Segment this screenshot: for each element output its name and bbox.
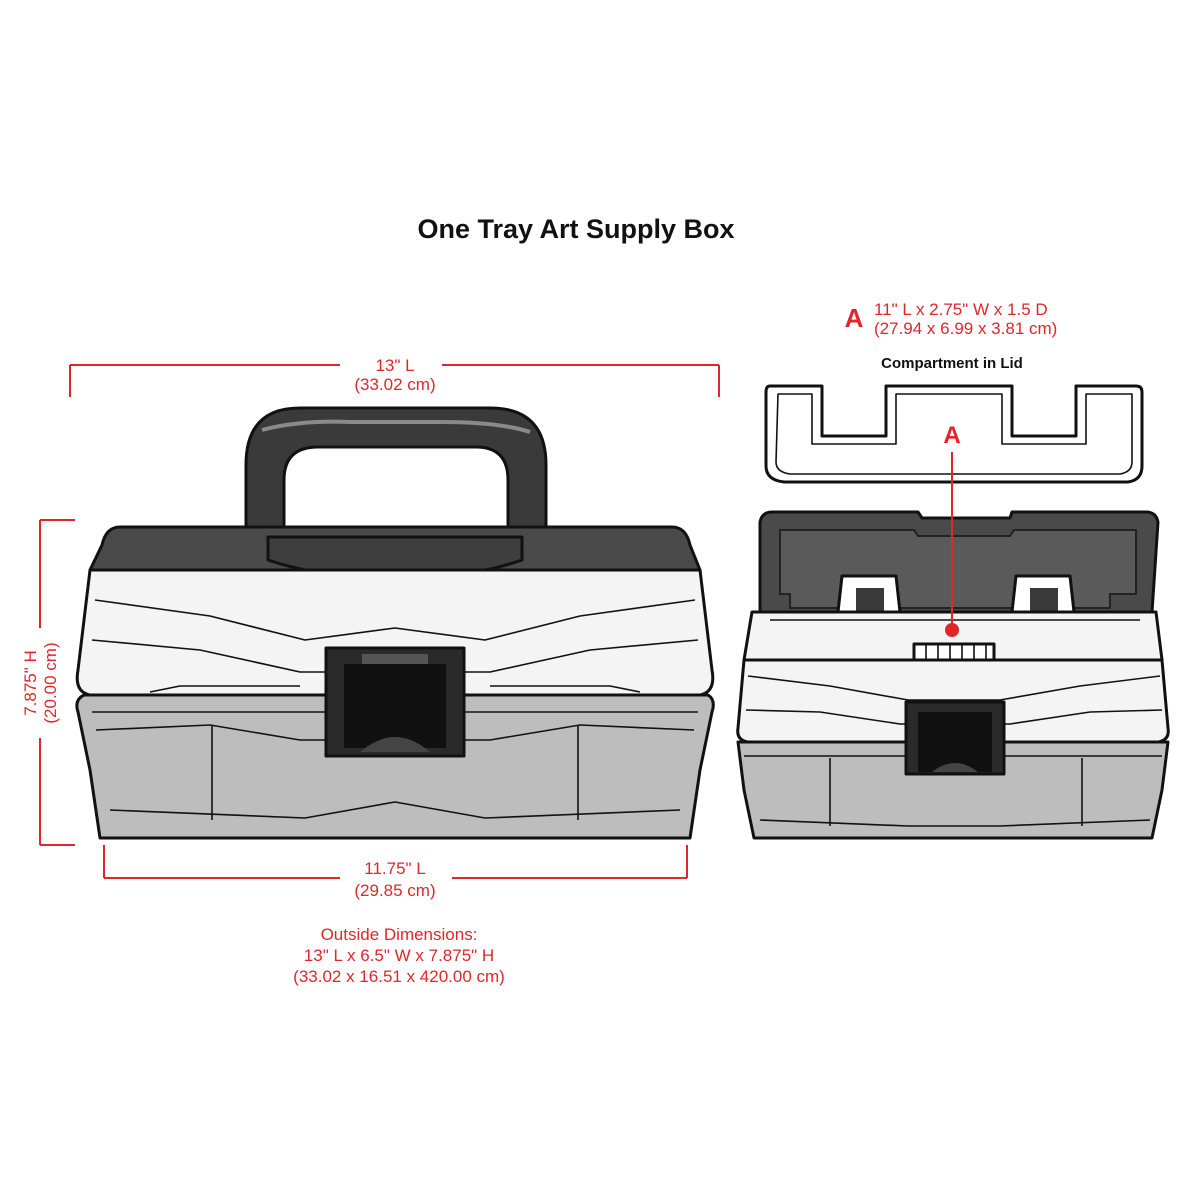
- callout-marker: A: [943, 422, 960, 449]
- outside-dimensions-metric: (33.02 x 16.51 x 420.00 cm): [293, 967, 505, 986]
- bottom-length-metric: (29.85 cm): [354, 881, 435, 900]
- height-dimension: 7.875" H (20.00 cm): [21, 519, 75, 846]
- page-title: One Tray Art Supply Box: [417, 214, 734, 244]
- front-view-box: [75, 406, 715, 840]
- height-metric: (20.00 cm): [41, 642, 60, 723]
- bottom-length-dimension: 11.75" L (29.85 cm): [103, 845, 688, 900]
- top-length-value: 13" L: [375, 356, 414, 375]
- height-value: 7.875" H: [21, 650, 40, 716]
- outside-dimensions-imperial: 13" L x 6.5" W x 7.875" H: [304, 946, 494, 965]
- top-length-dimension: 13" L (33.02 cm): [69, 356, 720, 397]
- open-box: [736, 510, 1170, 840]
- callout-leader: [945, 452, 959, 637]
- compartment-spec: A 11" L x 2.75" W x 1.5 D (27.94 x 6.99 …: [845, 300, 1058, 372]
- compartment-tray: [764, 384, 1144, 484]
- compartment-marker: A: [845, 303, 864, 333]
- outside-dimensions: Outside Dimensions: 13" L x 6.5" W x 7.8…: [293, 925, 505, 986]
- tray-outline: [764, 384, 1144, 484]
- compartment-imperial: 11" L x 2.75" W x 1.5 D: [874, 300, 1048, 319]
- compartment-metric: (27.94 x 6.99 x 3.81 cm): [874, 319, 1057, 338]
- compartment-callout: A: [943, 422, 960, 449]
- bottom-length-value: 11.75" L: [364, 859, 426, 878]
- outside-dimensions-label: Outside Dimensions:: [321, 925, 478, 944]
- base-illustration: [75, 693, 715, 840]
- open-base-illustration: [736, 740, 1170, 840]
- compartment-caption: Compartment in Lid: [881, 355, 1023, 372]
- callout-dot: [945, 623, 959, 637]
- top-length-metric: (33.02 cm): [354, 375, 435, 394]
- handle-illustration: [244, 406, 548, 532]
